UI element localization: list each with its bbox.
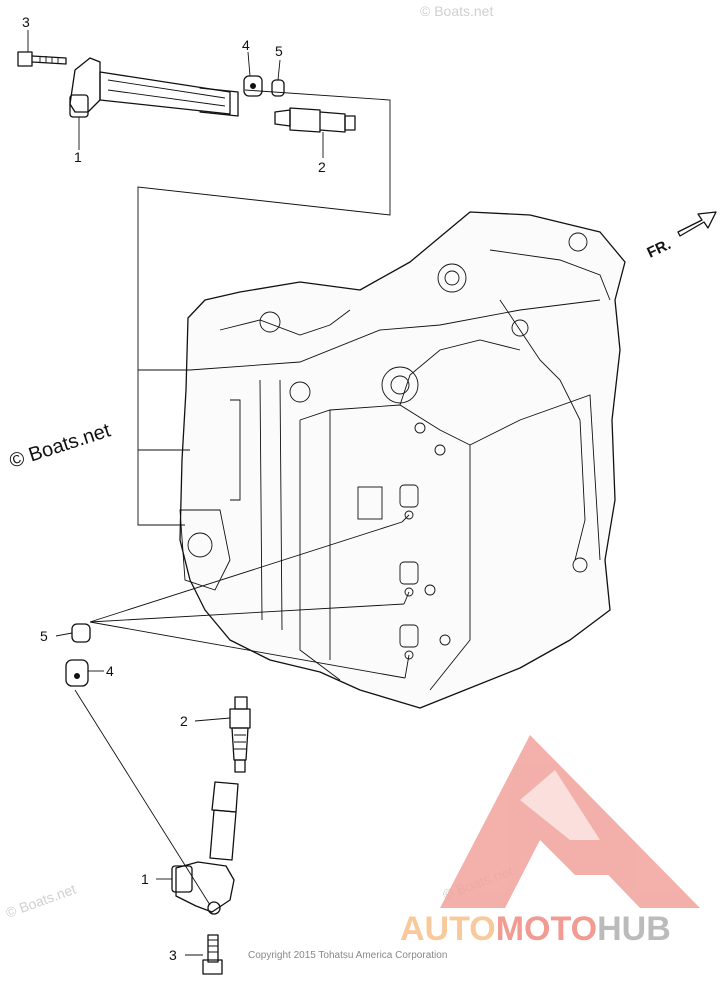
callout-2-top: 2	[318, 159, 326, 175]
spark-plug-top	[274, 107, 356, 133]
engine-block	[179, 211, 626, 709]
callout-5-top: 5	[275, 43, 283, 59]
ignition-coil-top	[69, 57, 239, 118]
logo-hub-text: HUB	[597, 910, 671, 948]
callout-4-top: 4	[242, 37, 250, 53]
svg-text:AUTOMOTOHUB: AUTOMOTOHUB	[400, 910, 671, 948]
copyright-text: Copyright 2015 Tohatsu America Corporati…	[248, 950, 447, 961]
callout-5-lower: 5	[40, 628, 48, 644]
watermark-bottom-left: © Boats.net	[4, 881, 79, 921]
washer-lower	[71, 623, 91, 643]
washer-top	[271, 79, 285, 97]
automotohub-logo: AUTOMOTOHUB	[400, 735, 700, 948]
logo-auto-text: AUTO	[400, 910, 496, 948]
callout-3-lower: 3	[169, 947, 177, 963]
spark-plug-lower	[229, 696, 251, 773]
callout-1-top: 1	[74, 149, 82, 165]
front-label: FR.	[645, 236, 674, 262]
logo-moto-text: MOTO	[496, 910, 597, 948]
callout-1-lower: 1	[141, 871, 149, 887]
watermark-top: © Boats.net	[420, 3, 493, 19]
callout-4-lower: 4	[106, 663, 114, 679]
callout-2-lower: 2	[180, 713, 188, 729]
ignition-coil-lower	[171, 781, 239, 915]
watermark-left: © Boats.net	[7, 419, 114, 472]
bolt-lower	[202, 934, 223, 975]
grommet-top	[243, 75, 263, 97]
grommet-lower	[65, 659, 89, 687]
front-direction-arrow	[677, 211, 717, 237]
bolt-top	[17, 51, 67, 67]
callout-3-top: 3	[22, 14, 30, 30]
top-group-leader	[137, 89, 391, 526]
